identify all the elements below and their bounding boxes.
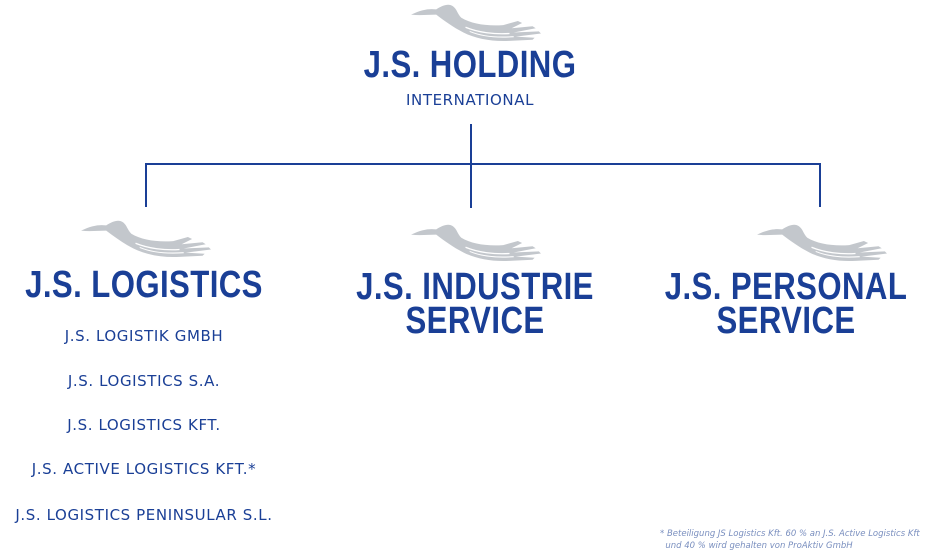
company-active-logistics-kft: J.S. ACTIVE LOGISTICS KFT.* (31, 460, 257, 478)
crane-bird-logo-icon (406, 220, 546, 264)
crane-bird-logo-icon (406, 0, 546, 44)
connector-horizontal (145, 163, 821, 165)
branch-logistics-title: J.S. LOGISTICS (25, 264, 263, 306)
company-logistik-gmbh: J.S. LOGISTIK GMBH (64, 327, 224, 345)
company-logistics-peninsular: J.S. LOGISTICS PENINSULAR S.L. (15, 506, 273, 524)
crane-bird-logo-icon (752, 220, 892, 264)
connector-vertical-top (470, 124, 472, 208)
branch-personal-title-line2: SERVICE (716, 300, 856, 342)
connector-right-drop (819, 163, 821, 207)
branch-industrie-title-line1: J.S. INDUSTRIE (356, 266, 594, 308)
branch-personal-title-line1: J.S. PERSONAL (664, 266, 908, 308)
holding-subtitle: INTERNATIONAL (405, 91, 535, 109)
footnote: * Beteiligung JS Logistics Kft. 60 % an … (660, 528, 936, 552)
crane-bird-logo-icon (76, 216, 216, 260)
company-logistics-sa: J.S. LOGISTICS S.A. (67, 372, 221, 390)
holding-title: J.S. HOLDING (363, 44, 577, 86)
footnote-line1: * Beteiligung JS Logistics Kft. 60 % an … (660, 529, 920, 539)
company-logistics-kft: J.S. LOGISTICS KFT. (67, 416, 221, 434)
footnote-line2: und 40 % wird gehalten von ProAktiv GmbH (660, 541, 853, 551)
branch-industrie-title-line2: SERVICE (405, 300, 545, 342)
connector-left-drop (145, 163, 147, 207)
